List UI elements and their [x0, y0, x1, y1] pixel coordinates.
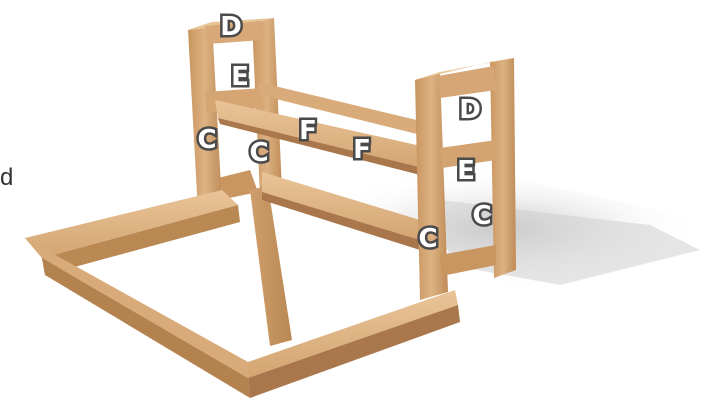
label-d-right: D: [459, 95, 481, 125]
label-d-left: D: [220, 12, 242, 42]
label-f-right: F: [353, 135, 371, 165]
label-c-left-post: C: [197, 125, 216, 155]
label-c-center: C: [249, 138, 268, 168]
label-c-right-outer: C: [472, 201, 491, 231]
diagonal-brace: [250, 186, 292, 346]
label-e-left: E: [231, 62, 249, 92]
label-c-right-inner: C: [418, 224, 437, 254]
label-e-right: E: [457, 156, 475, 186]
label-f-left: F: [299, 116, 317, 146]
